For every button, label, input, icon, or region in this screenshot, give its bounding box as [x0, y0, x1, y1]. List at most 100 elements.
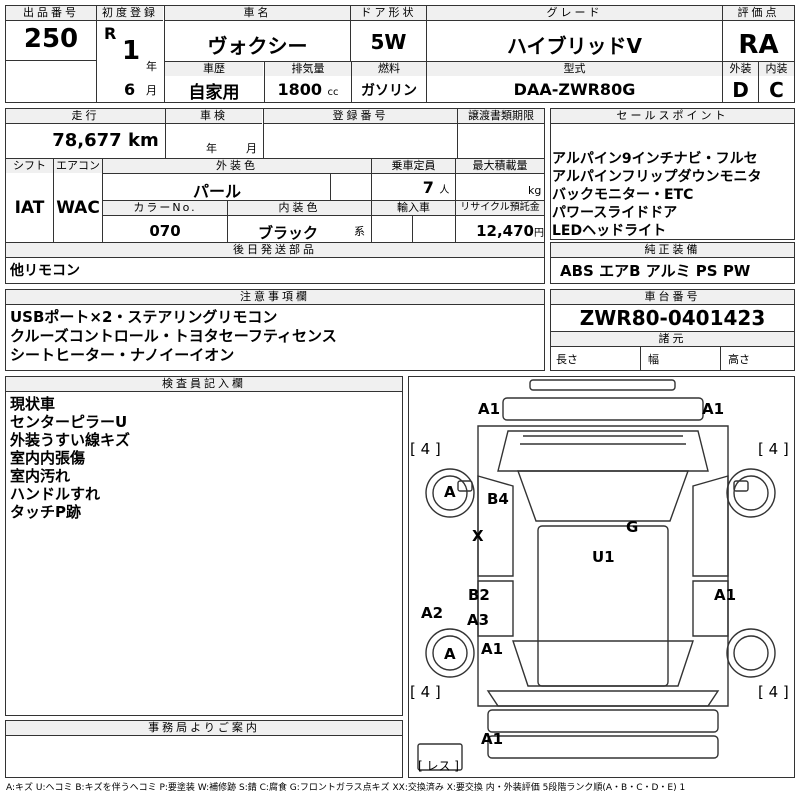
legend-text: A:キズ U:ヘコミ B:キズを伴うヘコミ P:要塗装 W:補修跡 S:錆 C:… [6, 783, 686, 793]
displacement-label: 排気量 [265, 62, 351, 76]
sales-point-5: LEDヘッドライト [552, 223, 667, 239]
inspection-month-unit: 月 [246, 142, 257, 155]
recycle: 12,470円 [476, 222, 544, 240]
recycle-label: リサイクル預託金 [456, 201, 544, 215]
mark-a1-front-left: A1 [478, 400, 501, 418]
mark-a1-right-side: A1 [714, 586, 737, 604]
load-label: 最大積載量 [456, 159, 544, 173]
sales-point-1: アルパイン9インチナビ・フルセ [552, 151, 758, 167]
model: DAA-ZWR80G [513, 80, 636, 99]
year-unit: 年 [146, 60, 157, 73]
office-label: 事務局よりご案内 [6, 721, 402, 736]
car-name-label: 車名 [165, 6, 350, 21]
mark-a3: A3 [467, 611, 490, 629]
mark-g: G [626, 518, 639, 536]
tread-front-left: [ 4 ] [410, 440, 441, 458]
int-color-unit: 系 [354, 225, 365, 238]
mileage-label: 走行 [6, 109, 165, 124]
color-no-label: カラーNo. [103, 201, 227, 215]
height-label: 高さ [728, 353, 750, 366]
mark-a1-rear-left: A1 [481, 640, 504, 658]
inspection-year-unit: 年 [206, 142, 217, 155]
ac-label: エアコン [54, 159, 102, 173]
mark-a2: A2 [421, 604, 444, 622]
int-color-label: 内装色 [228, 201, 371, 215]
inspection-label: 車検 [166, 109, 262, 124]
inspector-line-5: 室内汚れ [10, 467, 71, 485]
tread-rear-left: [ 4 ] [410, 683, 441, 701]
int-color: ブラック [257, 224, 318, 242]
office-panel [5, 720, 403, 778]
tread-rear-right: [ 4 ] [758, 683, 789, 701]
inspector-label: 検査員記入欄 [6, 377, 402, 392]
tread-front-right: [ 4 ] [758, 440, 789, 458]
car-diagram-panel [408, 376, 795, 778]
ext-color-label: 外装色 [103, 159, 371, 173]
reg-no-label: 登録番号 [264, 109, 457, 124]
header-panel [5, 5, 795, 103]
transfer-label: 譲渡書類期限 [458, 109, 544, 124]
inspector-line-4: 室内内張傷 [10, 449, 86, 467]
note-line-1: USBポート×2・ステアリングリモコン [10, 308, 278, 326]
standard-equipment-label: 純正装備 [551, 243, 794, 258]
first-reg-label: 初度登録 [97, 6, 163, 21]
shift-label: シフト [6, 159, 53, 173]
note-line-3: シートヒーター・ナノイーイオン [10, 346, 235, 364]
car-name: ヴォクシー [207, 34, 308, 58]
tire-rear-left: A [444, 645, 456, 663]
shift: IAT [14, 198, 45, 218]
mark-a1-rear-bumper: A1 [481, 730, 504, 748]
tire-front-left: A [444, 483, 456, 501]
later-parts: 他リモコン [10, 263, 80, 279]
inspector-panel [5, 376, 403, 716]
interior-score: C [769, 78, 784, 102]
color-no: 070 [149, 222, 181, 240]
inspector-line-3: 外装うすい線キズ [10, 431, 131, 449]
mark-a1-front-right: A1 [702, 400, 725, 418]
chassis-panel [550, 289, 795, 371]
chassis-label: 車台番号 [551, 290, 794, 305]
fuel-label: 燃料 [352, 62, 426, 76]
car-diagram [417, 379, 776, 771]
displacement: 1800 cc [277, 80, 339, 99]
lot-no-label: 出品番号 [6, 6, 96, 21]
reg-year: 1 [122, 36, 141, 66]
lot-no: 250 [23, 24, 79, 54]
note-line-2: クルーズコントロール・トヨタセーフティセンス [10, 327, 337, 345]
standard-equipment-panel [550, 242, 795, 284]
inspector-line-7: タッチP跡 [10, 503, 81, 521]
grade: ハイブリッドV [506, 34, 643, 58]
exterior-label: 外装 [723, 62, 758, 76]
mark-x: X [472, 527, 484, 545]
mark-b4: B4 [487, 490, 509, 508]
ext-color: パール [192, 182, 241, 201]
door-label: ドア形状 [351, 6, 426, 21]
mileage: 78,677 km [52, 130, 159, 151]
details-panel [5, 108, 545, 284]
sales-point-3: バックモニター・ETC [552, 187, 694, 203]
score: RA [738, 30, 779, 60]
later-parts-label: 後日発送部品 [6, 243, 544, 258]
inspector-line-6: ハンドルすれ [10, 485, 101, 503]
reg-month: 6 [124, 80, 136, 99]
load-unit: kg [528, 184, 542, 197]
length-label: 長さ [556, 353, 578, 366]
spare-tire-label: [ レス ] [418, 759, 459, 773]
standard-equipment: ABS エアB アルミ PS PW [560, 262, 751, 280]
sales-points-panel [550, 108, 795, 240]
notes-label: 注意事項欄 [6, 290, 544, 305]
exterior-score: D [732, 78, 749, 102]
model-label: 型式 [427, 62, 722, 76]
sales-point-2: アルパインフリップダウンモニタ [552, 169, 762, 185]
capacity: 7 人 [422, 178, 450, 197]
score-label: 評価点 [723, 6, 794, 21]
mark-b2: B2 [468, 586, 490, 604]
door: 5W [370, 30, 407, 54]
notes-panel [5, 289, 545, 371]
history: 自家用 [188, 83, 240, 103]
dims-label: 諸元 [551, 332, 794, 346]
era: R [104, 24, 117, 43]
sales-points-label: セールスポイント [551, 109, 794, 124]
capacity-label: 乗車定員 [372, 159, 455, 173]
grade-label: グレード [427, 6, 722, 21]
